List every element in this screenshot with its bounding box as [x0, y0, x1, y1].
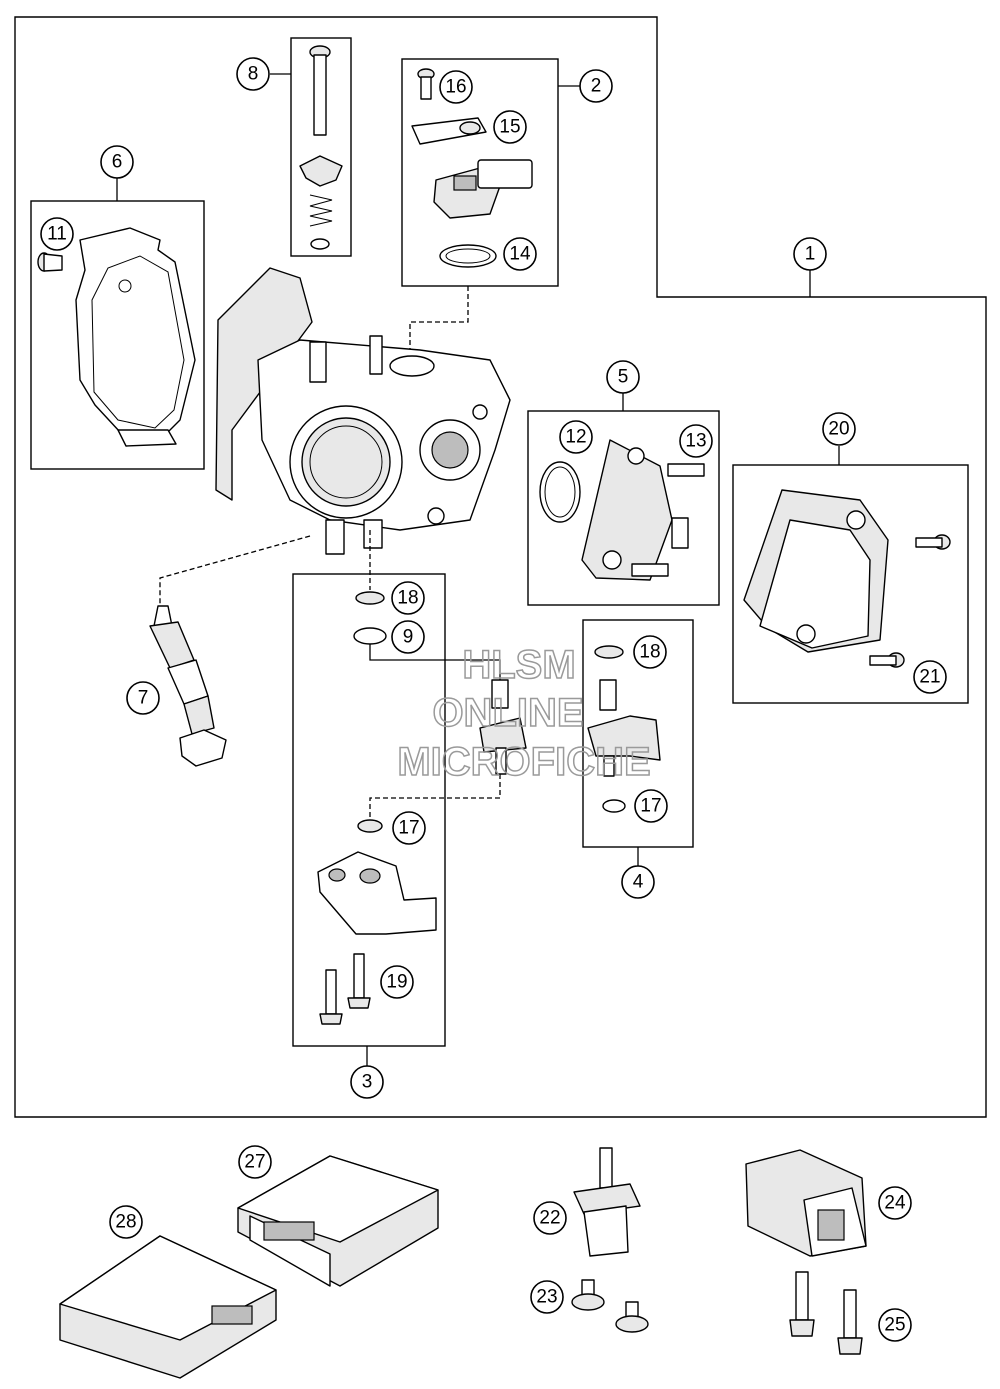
idle-adjust-screw-part [299, 45, 343, 250]
main-assembly-frame [14, 16, 987, 1118]
svg-text:22: 22 [539, 1208, 560, 1229]
svg-text:15: 15 [499, 117, 520, 138]
callout-12: 12 [559, 420, 593, 454]
group-box-2 [401, 58, 559, 287]
callout-21: 21 [913, 660, 947, 694]
callout-5: 5 [606, 360, 640, 394]
throttle-body-part [215, 267, 511, 555]
group-box-3 [292, 573, 446, 1047]
svg-text:4: 4 [633, 872, 644, 893]
svg-text:2: 2 [591, 76, 602, 97]
injector-parts-4 [587, 645, 661, 813]
svg-text:17: 17 [640, 796, 661, 817]
callout-11: 11 [40, 217, 74, 251]
callout-28: 28 [109, 1205, 143, 1239]
callout-6: 6 [100, 145, 134, 179]
svg-text:25: 25 [884, 1315, 905, 1336]
svg-text:8: 8 [248, 64, 259, 85]
spark-plug-part [149, 605, 227, 767]
ecu-27-part [237, 1155, 439, 1287]
svg-text:6: 6 [112, 152, 123, 173]
watermark-line-1: HLSM [462, 643, 575, 687]
svg-text:19: 19 [386, 972, 407, 993]
svg-text:1: 1 [805, 244, 816, 265]
svg-text:18: 18 [397, 588, 418, 609]
svg-text:13: 13 [685, 431, 706, 452]
callout-27: 27 [238, 1145, 272, 1179]
callout-2: 2 [579, 69, 613, 103]
svg-text:21: 21 [919, 667, 940, 688]
group-box-20 [732, 464, 969, 704]
svg-text:12: 12 [565, 427, 586, 448]
callout-17-b: 17 [634, 789, 668, 823]
callout-14: 14 [503, 237, 537, 271]
callout-18-b: 18 [633, 635, 667, 669]
svg-text:14: 14 [509, 244, 531, 265]
svg-text:23: 23 [536, 1287, 557, 1308]
callout-15: 15 [493, 110, 527, 144]
watermark-line-3: MICROFICHE [397, 740, 650, 784]
callout-19: 19 [380, 965, 414, 999]
callout-23: 23 [530, 1280, 564, 1314]
svg-text:28: 28 [115, 1212, 136, 1233]
callout-25: 25 [878, 1308, 912, 1342]
svg-text:9: 9 [403, 627, 414, 648]
sensor-parts-5 [539, 439, 705, 581]
sensor-cover-part [743, 489, 951, 668]
screws-23-part [571, 1279, 649, 1333]
sensor-22-part [573, 1147, 641, 1257]
watermark: HLSM ONLINE MICROFICHE [397, 642, 652, 785]
svg-text:11: 11 [47, 224, 67, 245]
watermark-line-2: ONLINE [432, 691, 583, 735]
group-box-8 [290, 37, 352, 257]
callout-13: 13 [679, 424, 713, 458]
bolts-25-part [789, 1271, 863, 1355]
callout-9: 9 [391, 620, 425, 654]
callout-18-a: 18 [391, 581, 425, 615]
screw-11-part [37, 252, 63, 272]
svg-text:5: 5 [618, 367, 629, 388]
svg-text:16: 16 [445, 77, 466, 98]
svg-text:17: 17 [398, 818, 419, 839]
callout-17-a: 17 [392, 811, 426, 845]
callout-22: 22 [533, 1201, 567, 1235]
callout-16: 16 [439, 70, 473, 104]
sensor-parts-2 [411, 68, 533, 268]
svg-text:20: 20 [828, 419, 849, 440]
callout-4: 4 [621, 865, 655, 899]
callout-20: 20 [822, 412, 856, 446]
injector-parts-3 [317, 591, 527, 1025]
callout-3: 3 [350, 1065, 384, 1099]
callout-1: 1 [793, 237, 827, 271]
svg-text:24: 24 [884, 1193, 906, 1214]
callout-7: 7 [126, 681, 160, 715]
callout-8: 8 [236, 57, 270, 91]
svg-text:7: 7 [138, 688, 149, 709]
callout-24: 24 [878, 1186, 912, 1220]
svg-text:18: 18 [639, 642, 660, 663]
ecu-28-part [59, 1235, 277, 1379]
throttle-cover-part [75, 227, 196, 447]
svg-text:27: 27 [244, 1152, 265, 1173]
svg-text:3: 3 [362, 1072, 373, 1093]
connector-24-part [745, 1149, 867, 1257]
